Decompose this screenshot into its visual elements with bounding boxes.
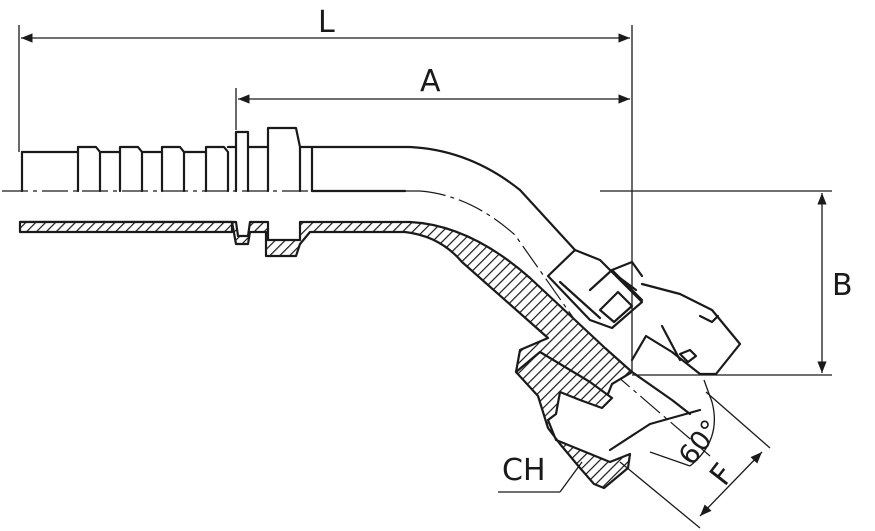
label-ch-group: CH — [498, 453, 583, 493]
hose-tail-section — [18, 220, 634, 490]
label-b: B — [832, 268, 853, 303]
label-l: L — [318, 5, 335, 40]
dimension-b: B — [600, 190, 853, 376]
center-lines — [2, 190, 711, 457]
label-a: A — [420, 64, 441, 99]
dimension-a: A — [235, 64, 630, 130]
dimension-l: L — [18, 5, 633, 372]
label-f: F — [703, 457, 741, 492]
angled-body — [546, 248, 742, 452]
hose-tail-outline — [20, 126, 577, 252]
label-ch: CH — [502, 453, 546, 488]
